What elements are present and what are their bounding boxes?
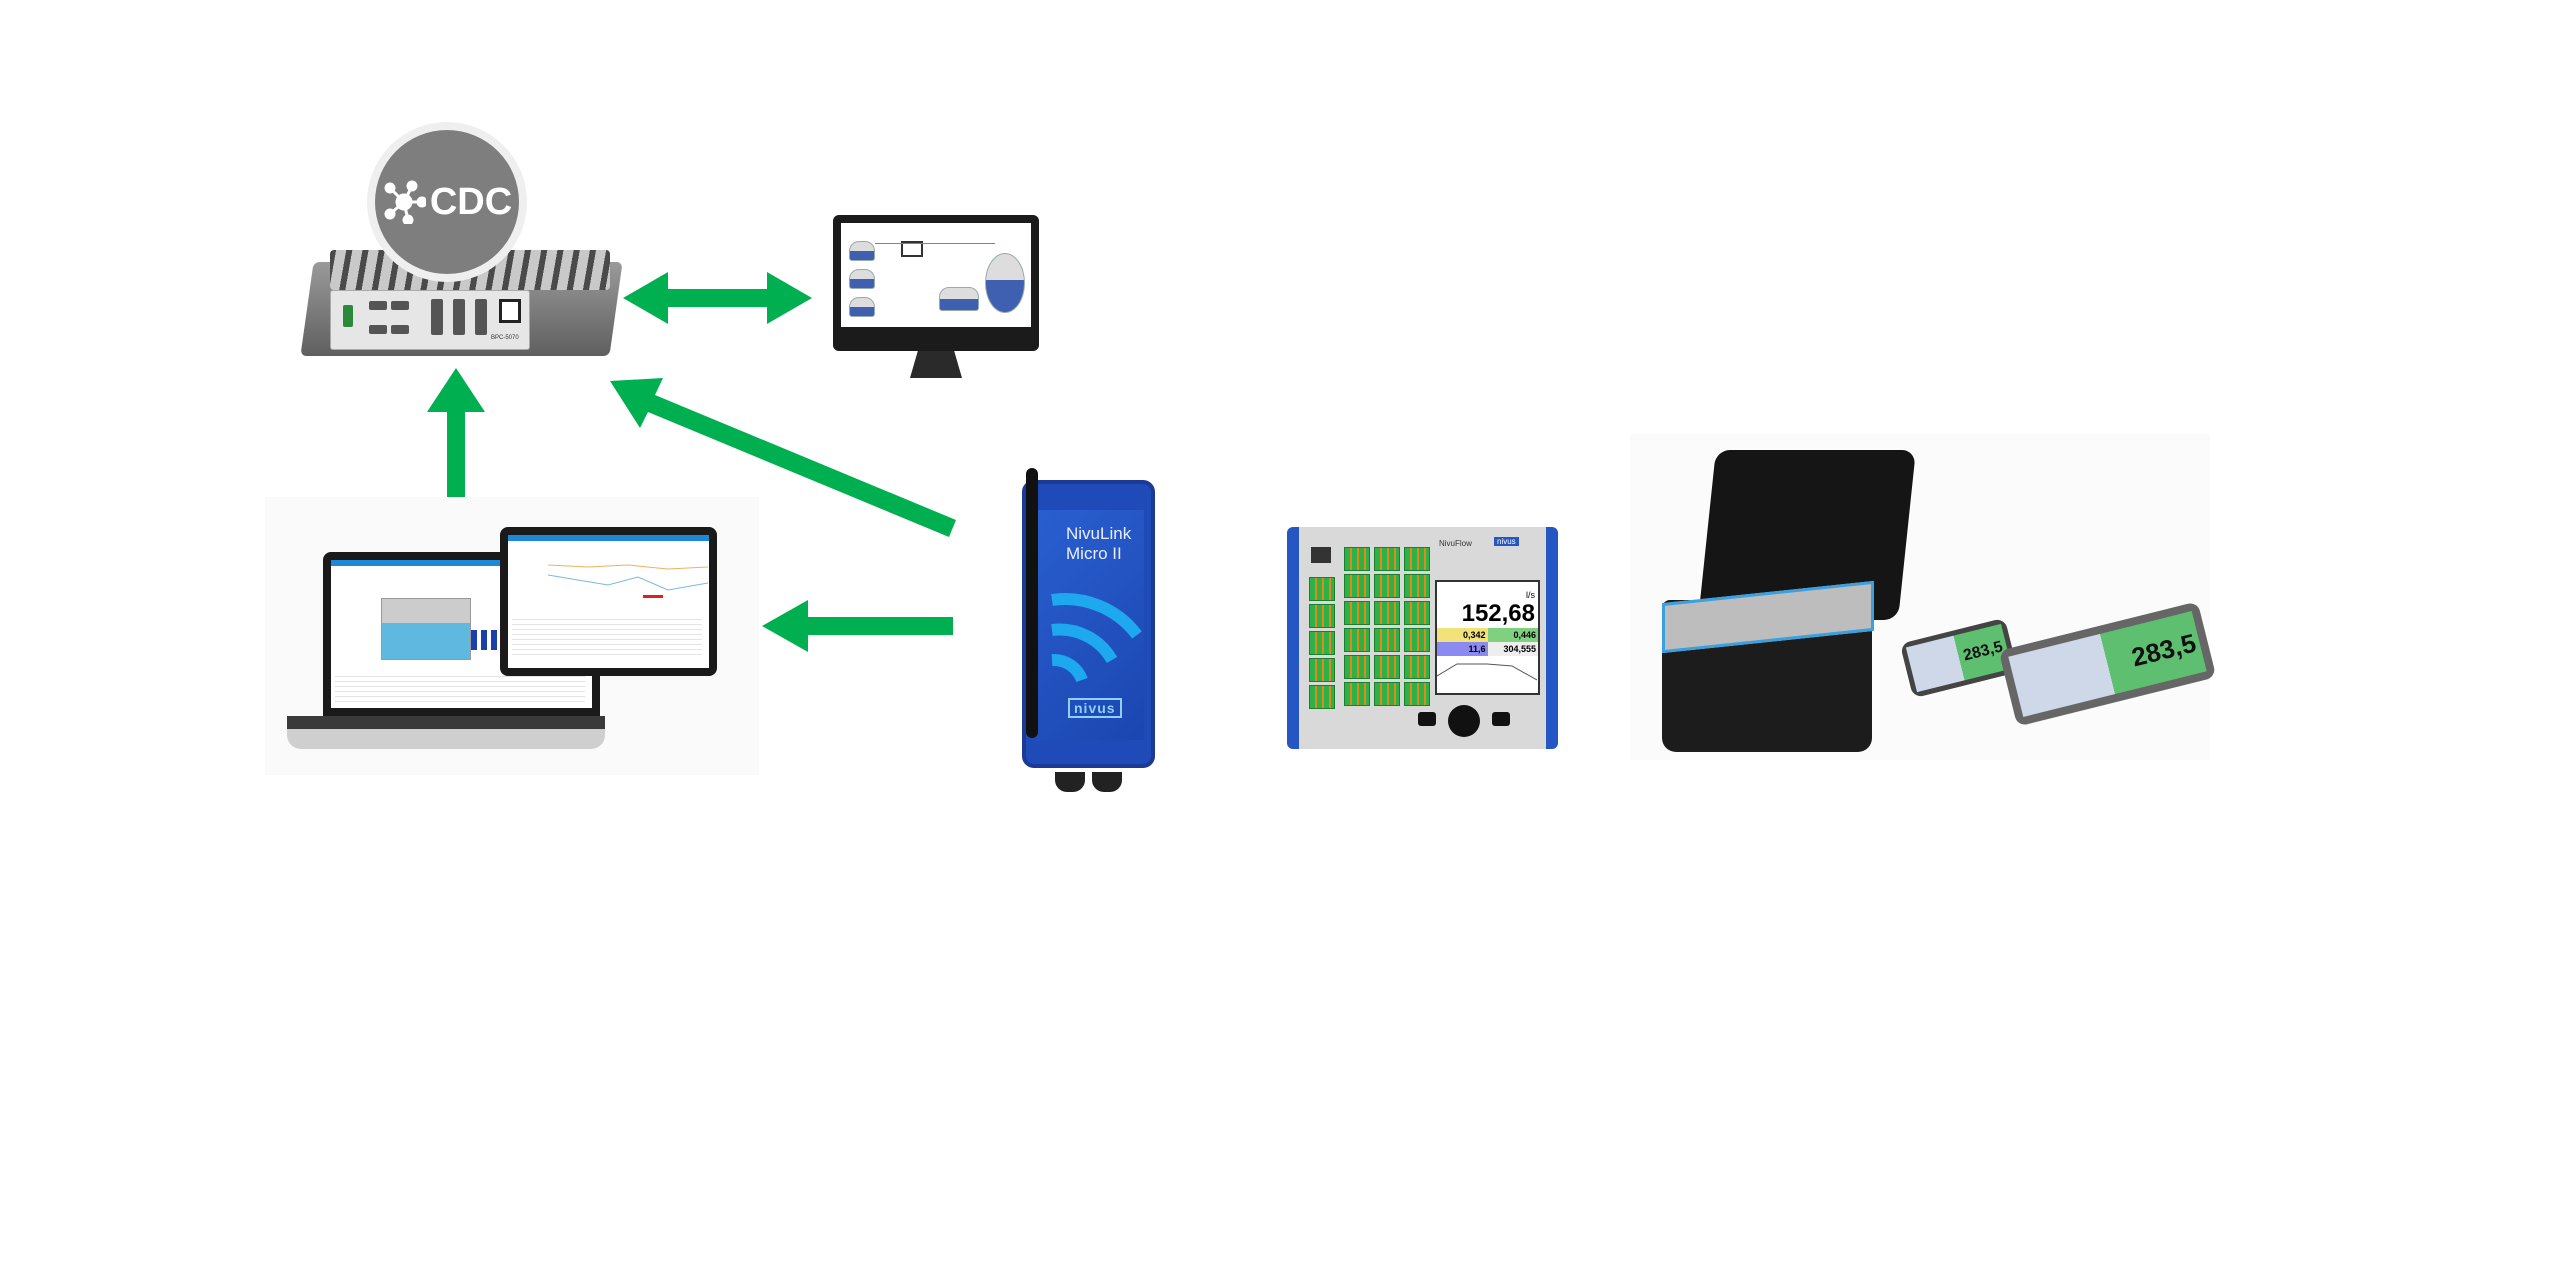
tank xyxy=(849,241,875,261)
tank xyxy=(849,297,875,317)
tank xyxy=(849,269,875,289)
app-title-bar xyxy=(331,560,592,566)
usb-port xyxy=(369,325,387,334)
flow-value: 152,68 xyxy=(1461,600,1535,627)
reading-3: 11,6 xyxy=(1437,642,1488,656)
double-arrow-cdc-monitor xyxy=(623,272,812,324)
trend-graph xyxy=(1436,663,1538,681)
monitor-stand xyxy=(910,351,962,378)
button xyxy=(1418,712,1436,726)
nivulink-subtitle: Micro II xyxy=(1066,544,1122,563)
power-button xyxy=(499,299,521,323)
software-window xyxy=(508,535,709,668)
nivuflow-display: l/s 152,68 0,342 0,446 11,6 304,555 xyxy=(1435,580,1540,695)
pc-icon xyxy=(901,241,923,257)
nivuflow-name: NivuFlow xyxy=(1439,539,1472,548)
antenna xyxy=(1026,468,1038,738)
button xyxy=(1492,712,1510,726)
process-visualization xyxy=(841,223,1031,327)
arrow-nivulink-to-cdc xyxy=(610,378,956,537)
unit-label: l/s xyxy=(1526,590,1535,600)
nivus-logo: nivus xyxy=(1494,537,1519,546)
power-connector xyxy=(343,305,353,327)
arrow-nivulink-to-laptop xyxy=(762,600,953,652)
nivulink-front-panel: NivuLink Micro II nivus xyxy=(1032,510,1144,740)
laptop-keyboard-base xyxy=(287,716,605,749)
tablet-screen xyxy=(500,527,717,676)
scada-monitor xyxy=(833,215,1039,351)
data-table xyxy=(512,615,702,655)
cdc-label: CDC xyxy=(429,180,513,223)
basin-3d-view xyxy=(381,598,471,660)
terminal-column xyxy=(1404,547,1430,709)
reading-2: 0,446 xyxy=(1487,628,1538,642)
app-title-bar xyxy=(508,535,709,541)
reservoir xyxy=(985,253,1025,313)
usb-port xyxy=(391,325,409,334)
rotary-knob xyxy=(1448,705,1480,737)
ethernet-port xyxy=(1311,547,1331,563)
trend-chart xyxy=(548,564,708,598)
reading-4: 304,555 xyxy=(1487,642,1538,656)
network-hub-icon xyxy=(384,180,426,224)
pipe xyxy=(875,243,995,244)
data-table xyxy=(335,672,585,702)
device-model: BPC-5070 xyxy=(491,335,519,341)
usb-port xyxy=(369,301,387,310)
tank xyxy=(939,287,979,311)
serial-port xyxy=(475,299,487,335)
cdc-badge: CDC xyxy=(375,130,519,274)
usb-port xyxy=(391,301,409,310)
arrow-up-to-cdc xyxy=(427,368,485,497)
serial-port xyxy=(453,299,465,335)
terminal-column xyxy=(1309,577,1335,712)
terminal-column xyxy=(1374,547,1400,709)
cdc-server-front-panel: BPC-5070 xyxy=(330,290,530,350)
wireless-signal-icon xyxy=(1051,593,1142,683)
nivulink-title: NivuLink xyxy=(1066,524,1132,543)
serial-port xyxy=(431,299,443,335)
reading-1: 0,342 xyxy=(1437,628,1488,642)
terminal-column xyxy=(1344,547,1370,709)
cable-gland xyxy=(1055,772,1085,792)
nivus-logo: nivus xyxy=(1068,698,1122,718)
cable-gland xyxy=(1092,772,1122,792)
